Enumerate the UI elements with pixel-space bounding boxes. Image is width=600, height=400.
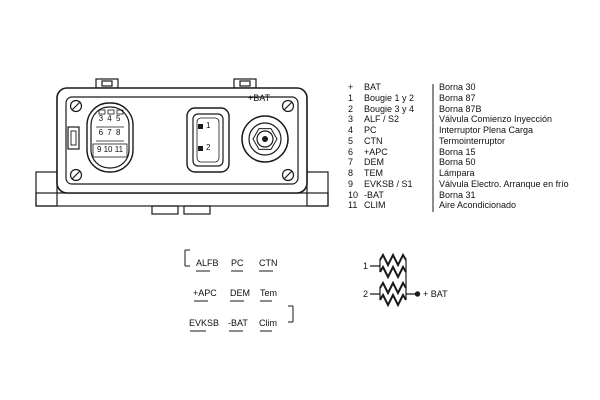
- schematic-output-1-label: 1: [363, 261, 369, 271]
- legend-signal: EVKSB / S1: [364, 178, 413, 189]
- legend-description: Borna 31: [439, 189, 476, 200]
- top-tabs: [95, 78, 257, 89]
- rect-connector-pin-2: 2: [206, 143, 211, 152]
- oval-pin-row-2: 6 7 8: [98, 128, 122, 137]
- unit-bat-label: +BAT: [248, 93, 271, 103]
- legend: + BAT Borna 30 1 Bougie 1 y 2 Borna 87 2 Boug…: [348, 82, 569, 211]
- legend-description: Borna 30: [439, 82, 476, 92]
- legend-description: Borna 15: [439, 146, 476, 157]
- pin-grid-label: Clim: [259, 318, 277, 328]
- legend-row: 11 CLIM Aire Acondicionado: [348, 200, 569, 211]
- legend-description: Válvula Comienzo Inyección: [439, 114, 553, 125]
- legend-signal: ALF / S2: [364, 114, 400, 125]
- pin-grid-label: PC: [231, 258, 244, 268]
- legend-description: Borna 87: [439, 92, 476, 103]
- legend-row: 1 Bougie 1 y 2 Borna 87: [348, 93, 569, 104]
- bat-node-dot: [414, 291, 421, 297]
- legend-description: Termointerruptor: [439, 135, 506, 146]
- legend-row: 8 TEM Lámpara: [348, 168, 569, 179]
- legend-pin: 1: [348, 92, 354, 103]
- legend-description: Aire Acondicionado: [439, 200, 517, 211]
- pin-grid-label: ALFB: [196, 258, 219, 268]
- legend-pin: 6: [348, 146, 354, 157]
- control-unit-housing: [56, 87, 308, 194]
- legend-signal: Bougie 1 y 2: [364, 92, 415, 103]
- legend-signal: CLIM: [364, 200, 386, 211]
- legend-row: 10 -BAT Borna 31: [348, 190, 569, 201]
- schematic-bat-label: + BAT: [423, 289, 448, 299]
- legend-row: 9 EVKSB / S1 Válvula Electro. Arranque en …: [348, 179, 569, 190]
- legend-description: Borna 87B: [439, 103, 482, 114]
- rect-connector-pin-1: 1: [206, 121, 211, 130]
- legend-pin: 5: [348, 135, 354, 146]
- legend-signal: CTN: [364, 135, 383, 146]
- legend-pin: 2: [348, 103, 354, 114]
- pin-grid-label: Tem: [260, 288, 278, 298]
- legend-row: 2 Bougie 3 y 4 Borna 87B: [348, 104, 569, 115]
- glow-plug-schematic: [370, 252, 421, 308]
- legend-signal: DEM: [364, 157, 384, 168]
- legend-signal: TEM: [364, 168, 383, 178]
- rect-connector: [186, 107, 230, 173]
- oval-connector: [86, 102, 134, 173]
- pin-grid-marks: [184, 249, 294, 332]
- pin-grid-label: CTN: [259, 258, 278, 268]
- bat-terminal: [241, 115, 289, 163]
- legend-pin: 10: [348, 189, 359, 200]
- legend-row: 4 PC Interruptor Plena Carga: [348, 125, 569, 136]
- legend-row: 3 ALF / S2 Válvula Comienzo Inyección: [348, 114, 569, 125]
- legend-signal: +APC: [364, 146, 388, 157]
- side-key-slot: [67, 126, 80, 150]
- legend-pin: 8: [348, 168, 354, 178]
- legend-pin: 3: [348, 114, 354, 125]
- legend-signal: Bougie 3 y 4: [364, 103, 415, 114]
- legend-signal: BAT: [364, 82, 381, 92]
- legend-pin: 9: [348, 178, 354, 189]
- oval-pin-row-1: 3 4 5: [98, 114, 122, 123]
- legend-pin: 7: [348, 157, 354, 168]
- pin-grid-label: -BAT: [228, 318, 248, 328]
- oval-pin-row-3: 9 10 11: [96, 145, 124, 154]
- pin-grid-label: +APC: [193, 288, 217, 298]
- legend-description: Lámpara: [439, 168, 475, 178]
- legend-signal: -BAT: [364, 189, 384, 200]
- legend-row: 5 CTN Termointerruptor: [348, 136, 569, 147]
- legend-row: 7 DEM Borna 50: [348, 157, 569, 168]
- legend-row: + BAT Borna 30: [348, 82, 569, 93]
- legend-description: Válvula Electro. Arranque en frío: [439, 178, 569, 189]
- legend-signal: PC: [364, 125, 377, 135]
- screw-icon: [69, 99, 295, 182]
- legend-pin: +: [348, 82, 354, 92]
- legend-description: Interruptor Plena Carga: [439, 125, 534, 135]
- legend-description: Borna 50: [439, 157, 476, 168]
- legend-pin: 4: [348, 125, 354, 135]
- pin-grid-label: DEM: [230, 288, 250, 298]
- pin-grid-label: EVKSB: [189, 318, 220, 328]
- schematic-output-2-label: 2: [363, 289, 369, 299]
- legend-pin: 11: [348, 200, 358, 211]
- legend-row: 6 +APC Borna 15: [348, 147, 569, 158]
